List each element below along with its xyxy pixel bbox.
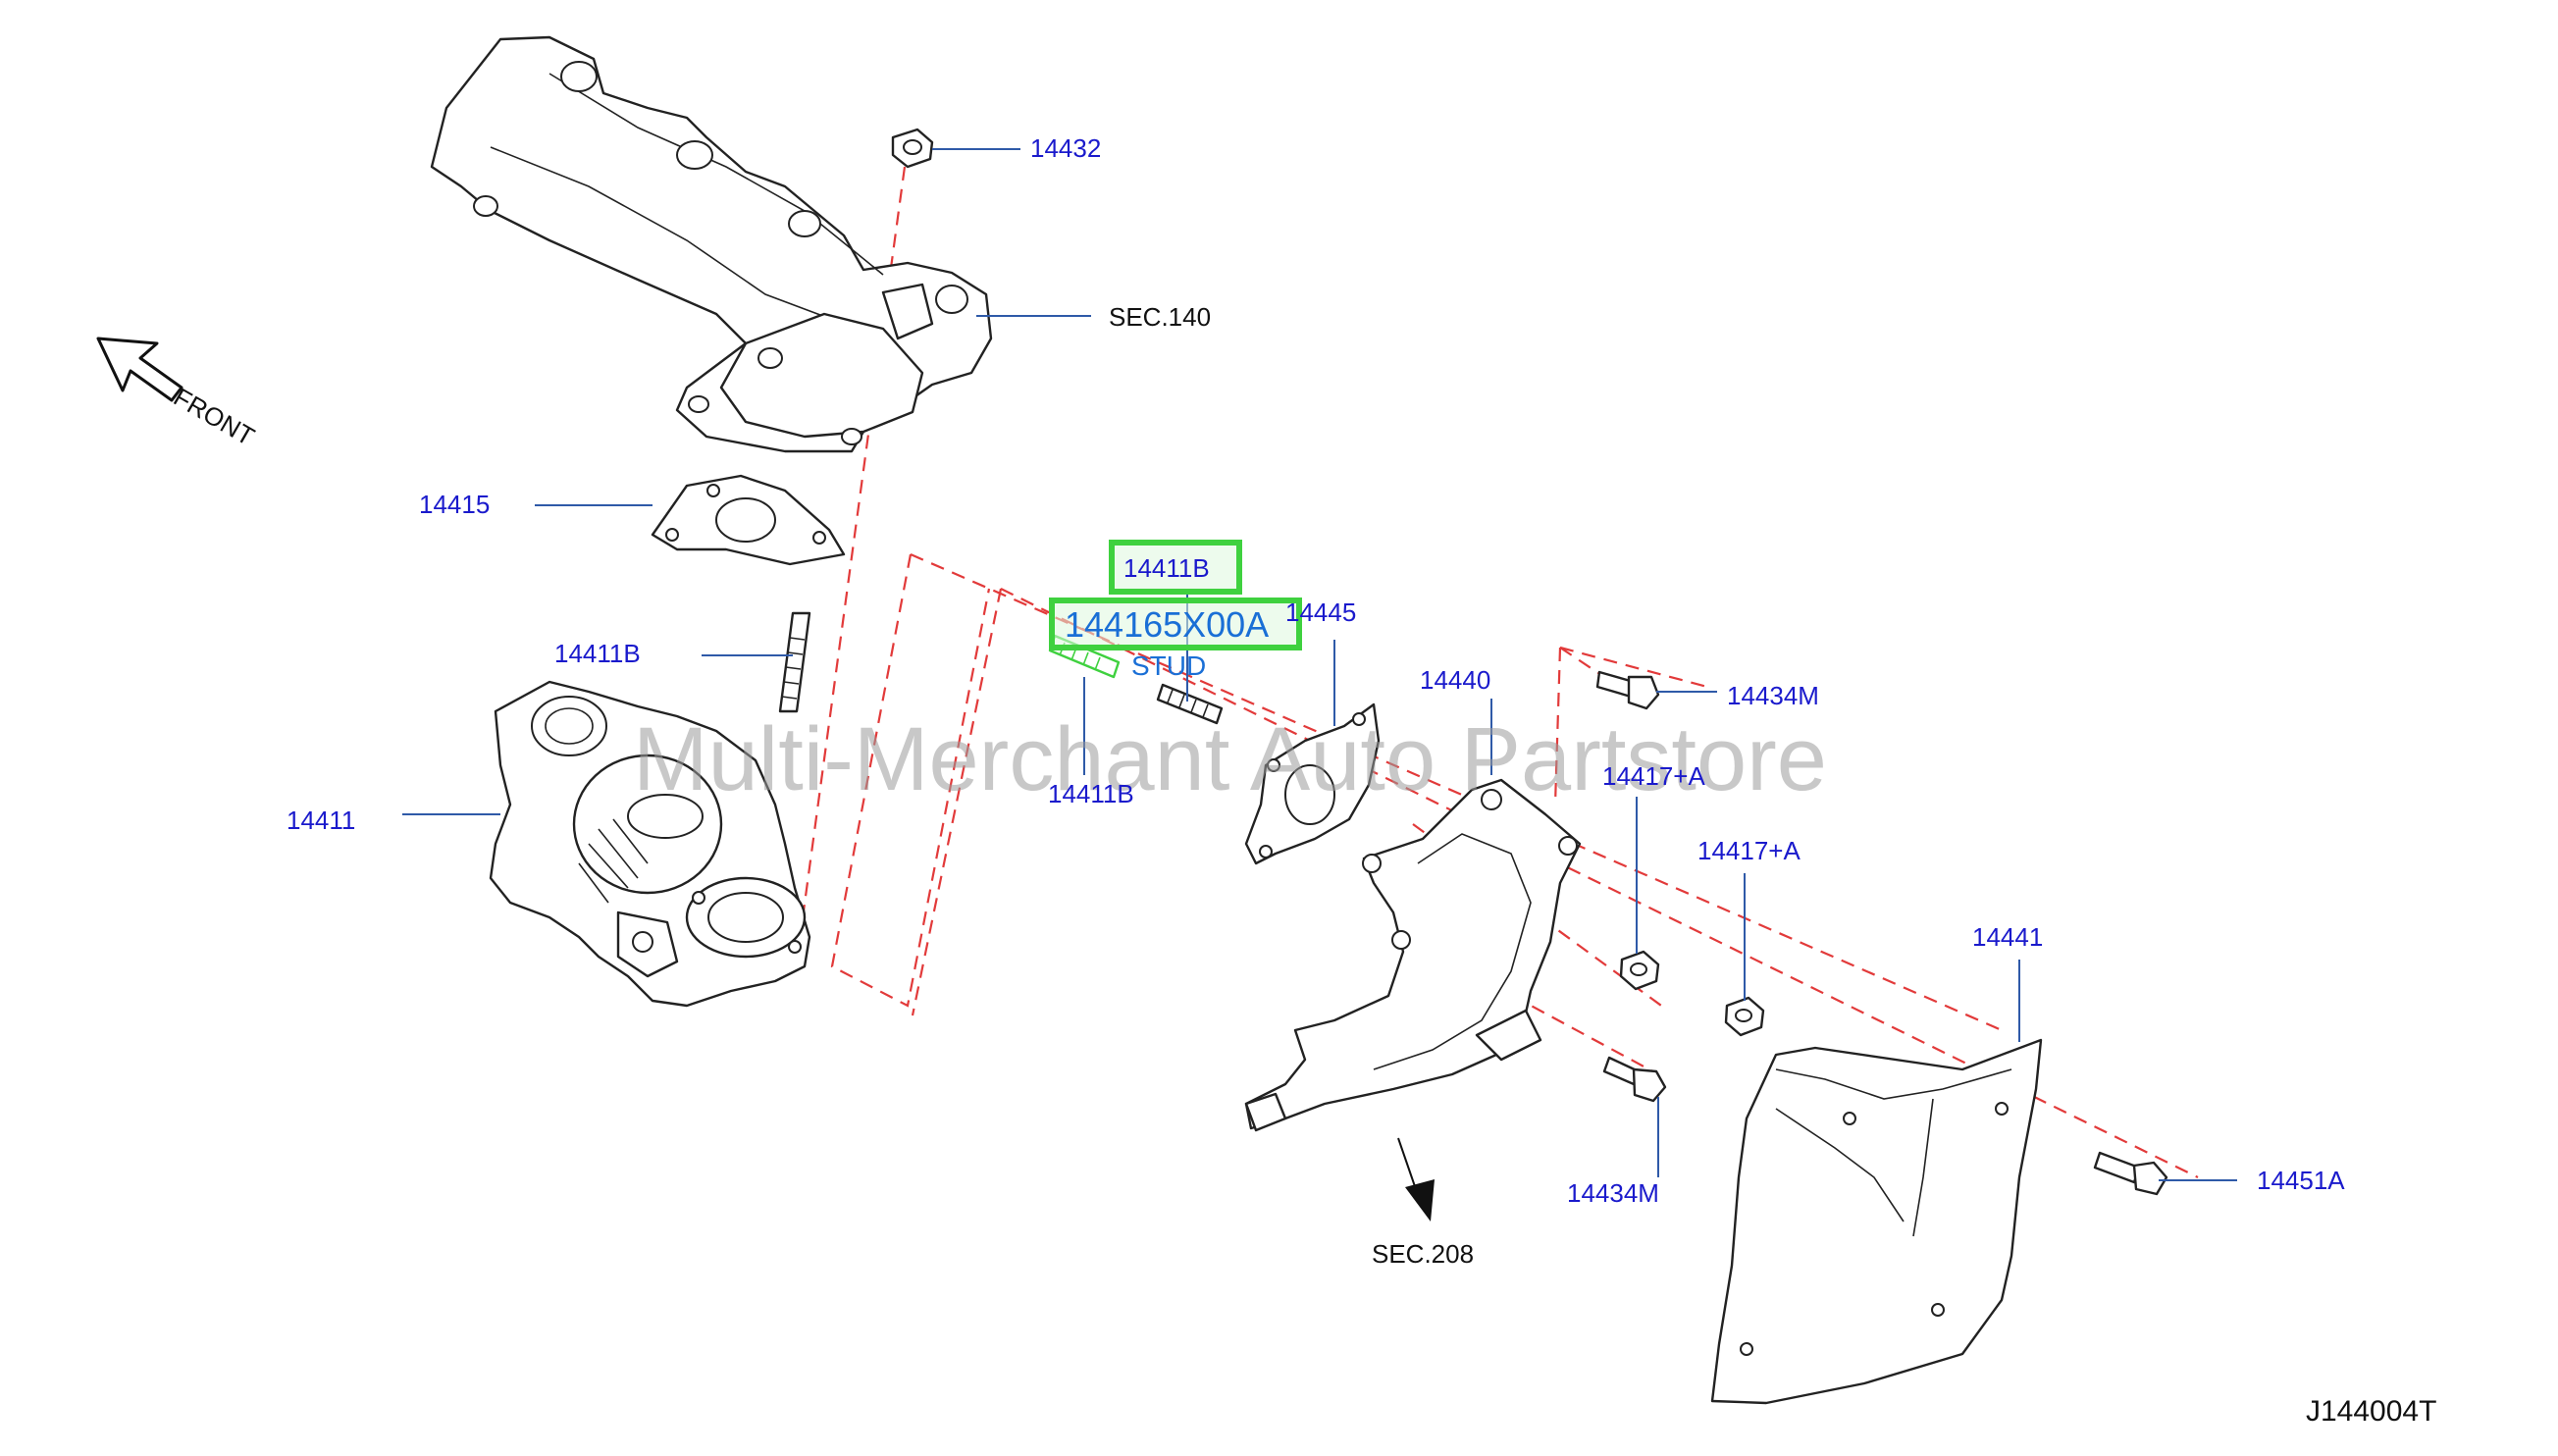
label-14411b-mid[interactable]: 14411B: [1048, 779, 1134, 808]
nut-14417a-2[interactable]: [1724, 996, 1765, 1037]
stud-horizontal-2[interactable]: [1156, 683, 1224, 725]
exhaust-outlet-14440[interactable]: [1244, 778, 1582, 1132]
part-labels: 14432 SEC.140 FRONT 14415 14411B 144165X…: [169, 133, 2436, 1428]
label-14411[interactable]: 14411: [287, 806, 355, 835]
nut-14417a-1[interactable]: [1619, 950, 1660, 991]
label-stud[interactable]: STUD: [1131, 650, 1206, 681]
heat-shield-14441[interactable]: [1710, 1038, 2043, 1405]
highlight-group[interactable]: [1049, 540, 1302, 650]
highlight-box-14411b[interactable]: [1109, 540, 1242, 595]
gasket-14415[interactable]: [651, 474, 846, 566]
bolt-14434m-bottom[interactable]: [1602, 1056, 1667, 1103]
label-sec140[interactable]: SEC.140: [1109, 302, 1211, 332]
label-14417a-1[interactable]: 14417+A: [1602, 761, 1705, 791]
label-part-number[interactable]: 144165X00A: [1065, 604, 1269, 645]
label-14441[interactable]: 14441: [1972, 922, 2043, 952]
label-14451a[interactable]: 14451A: [2257, 1166, 2345, 1195]
label-14411b-left[interactable]: 14411B: [554, 639, 641, 668]
label-14415[interactable]: 14415: [419, 490, 490, 519]
label-14445[interactable]: 14445: [1285, 598, 1356, 627]
diagram-code: J144004T: [2306, 1395, 2436, 1428]
stud-vertical[interactable]: [778, 611, 811, 713]
highlight-box-part-number[interactable]: [1049, 598, 1302, 650]
label-14432[interactable]: 14432: [1030, 133, 1101, 163]
label-14417a-2[interactable]: 14417+A: [1697, 836, 1801, 865]
label-front: FRONT: [169, 382, 260, 451]
sec208-arrow-icon: [1397, 1137, 1435, 1222]
watermark-text: Multi-Merchant Auto Partstore: [633, 709, 1827, 809]
turbocharger-14411[interactable]: [489, 680, 811, 1008]
label-14440[interactable]: 14440: [1420, 665, 1490, 695]
bolt-14451a[interactable]: [2093, 1151, 2168, 1196]
label-14411b-top[interactable]: 14411B: [1123, 553, 1210, 583]
exhaust-manifold[interactable]: [430, 35, 993, 453]
bolt-14434m-top[interactable]: [1595, 670, 1660, 710]
front-arrow-icon: [96, 337, 183, 402]
gasket-14445[interactable]: [1244, 702, 1381, 865]
nut-14432[interactable]: [891, 128, 934, 169]
leader-lines: [402, 148, 2237, 1181]
label-14434m-top[interactable]: 14434M: [1727, 681, 1819, 710]
label-sec208[interactable]: SEC.208: [1372, 1239, 1474, 1269]
label-14434m-bottom[interactable]: 14434M: [1567, 1178, 1659, 1208]
